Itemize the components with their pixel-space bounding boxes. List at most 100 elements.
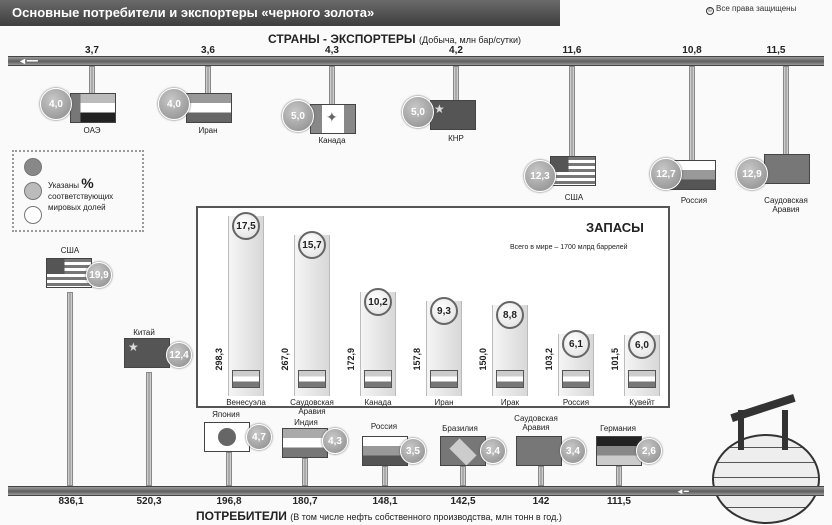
reserve-flag-icon	[562, 370, 590, 388]
share-circle: 12,3	[524, 160, 556, 192]
consumer-name: Бразилия	[442, 424, 478, 433]
reserve-country-name: Кувейт	[629, 398, 655, 407]
reserve-value: 101,5	[610, 348, 620, 371]
consumer-pole	[146, 372, 152, 486]
share-circle: 12,9	[736, 158, 768, 190]
consumer-volume: 196,8	[216, 496, 242, 507]
globe-icon	[712, 434, 820, 524]
share-circle: 3,4	[560, 438, 586, 464]
legend-percent: %	[81, 175, 94, 191]
reserve-value: 157,8	[412, 348, 422, 371]
consumer-pole	[67, 292, 73, 486]
consumer-pole	[226, 452, 232, 486]
reserve-flag-icon	[496, 370, 524, 388]
consumer-pole	[538, 466, 544, 486]
consumer-name: Китай	[133, 328, 155, 337]
legend-dot-dark	[24, 158, 42, 176]
legend-dot-mid	[24, 182, 42, 200]
share-circle: 12,4	[166, 342, 192, 368]
consumer-name: Япония	[212, 410, 240, 419]
consumer-volume: 520,3	[136, 496, 162, 507]
oil-pump-icon	[738, 410, 788, 450]
exporter-production: 10,8	[682, 45, 702, 56]
usa-flag-icon	[550, 156, 596, 186]
exporter-name: Саудовская Аравия	[764, 196, 808, 214]
consumer-volume: 142,5	[450, 496, 476, 507]
exporter-production: 4,2	[449, 45, 463, 56]
legend-box	[12, 150, 144, 232]
reserve-value: 172,9	[346, 348, 356, 371]
exporter-production: 3,6	[201, 45, 215, 56]
reserve-country-name: Саудовская Аравия	[290, 398, 334, 416]
legend-text-3: мировых долей	[48, 203, 106, 212]
star-icon: ★	[128, 340, 139, 354]
reserve-country-name: Россия	[562, 398, 590, 407]
russia-flag-icon	[362, 436, 408, 466]
consumer-pole	[460, 466, 466, 486]
legend-text-1: Указаны	[48, 181, 80, 190]
india-flag-icon	[282, 428, 328, 458]
reserve-column	[228, 216, 264, 396]
saudi-flag-icon	[764, 154, 810, 184]
exporter-pole	[205, 66, 211, 94]
share-circle: 12,7	[650, 158, 682, 190]
exporters-rail	[8, 56, 824, 66]
reserve-value: 150,0	[478, 348, 488, 371]
reserve-country-name: Канада	[364, 398, 392, 407]
reserve-share-circle: 17,5	[232, 212, 260, 240]
exporter-pole	[783, 66, 789, 156]
star-icon: ★	[434, 102, 445, 116]
reserve-country-name: Иран	[434, 398, 454, 407]
exporter-pole	[329, 66, 335, 106]
maple-leaf-icon: ✦	[326, 109, 338, 125]
consumers-title: ПОТРЕБИТЕЛИ	[196, 509, 287, 523]
consumer-name: Саудовская Аравия	[514, 414, 558, 432]
consumers-rail	[8, 486, 824, 496]
share-circle: 3,4	[480, 438, 506, 464]
page-title: Основные потребители и экспортеры «черно…	[12, 5, 375, 20]
reserve-column	[294, 235, 330, 396]
reserve-value: 298,3	[214, 348, 224, 371]
consumer-name: Германия	[600, 424, 636, 433]
exporters-title: СТРАНЫ - ЭКСПОРТЕРЫ	[268, 32, 416, 46]
exporter-pole	[689, 66, 695, 162]
rights-text: Все права защищены	[716, 4, 797, 13]
canada-flag-icon	[310, 104, 356, 134]
reserve-flag-icon	[430, 370, 458, 388]
consumer-pole	[382, 466, 388, 486]
share-circle: 19,9	[86, 262, 112, 288]
saudi-flag-icon	[516, 436, 562, 466]
title-bar	[0, 0, 560, 26]
share-circle: 4,7	[246, 424, 272, 450]
reserve-value: 267,0	[280, 348, 290, 371]
consumer-volume: 142	[532, 496, 550, 507]
brazil-flag-icon	[440, 436, 486, 466]
copyright-icon: ©	[706, 7, 714, 15]
reserve-flag-icon	[364, 370, 392, 388]
exporters-note: (Добыча, млн бар/сутки)	[419, 35, 521, 45]
share-circle: 5,0	[402, 96, 434, 128]
consumers-heading: ПОТРЕБИТЕЛИ (В том числе нефть собственн…	[196, 509, 562, 523]
consumer-pole	[616, 466, 622, 486]
consumer-pole	[302, 458, 308, 486]
exporter-production: 11,6	[562, 45, 582, 56]
reserve-country-name: Ирак	[500, 398, 520, 407]
legend-dot-light	[24, 206, 42, 224]
consumer-name: Россия	[370, 422, 398, 431]
reserve-flag-icon	[628, 370, 656, 388]
exporter-name: Россия	[680, 196, 708, 205]
japan-flag-icon	[204, 422, 250, 452]
consumers-note: (В том числе нефть собственного производ…	[290, 512, 562, 522]
share-circle: 4,0	[158, 88, 190, 120]
reserve-share-circle: 6,0	[628, 331, 656, 359]
consumer-volume: 111,5	[607, 496, 631, 507]
share-circle: 5,0	[282, 100, 314, 132]
exporter-production: 3,7	[85, 45, 99, 56]
rights-notice: ©Все права защищены	[706, 4, 796, 15]
consumer-name: США	[60, 246, 80, 255]
iran-flag-icon	[186, 93, 232, 123]
reserves-heading: ЗАПАСЫ	[586, 220, 644, 235]
exporter-production: 11,5	[766, 45, 786, 56]
consumer-volume: 180,7	[292, 496, 318, 507]
reserve-share-circle: 15,7	[298, 231, 326, 259]
